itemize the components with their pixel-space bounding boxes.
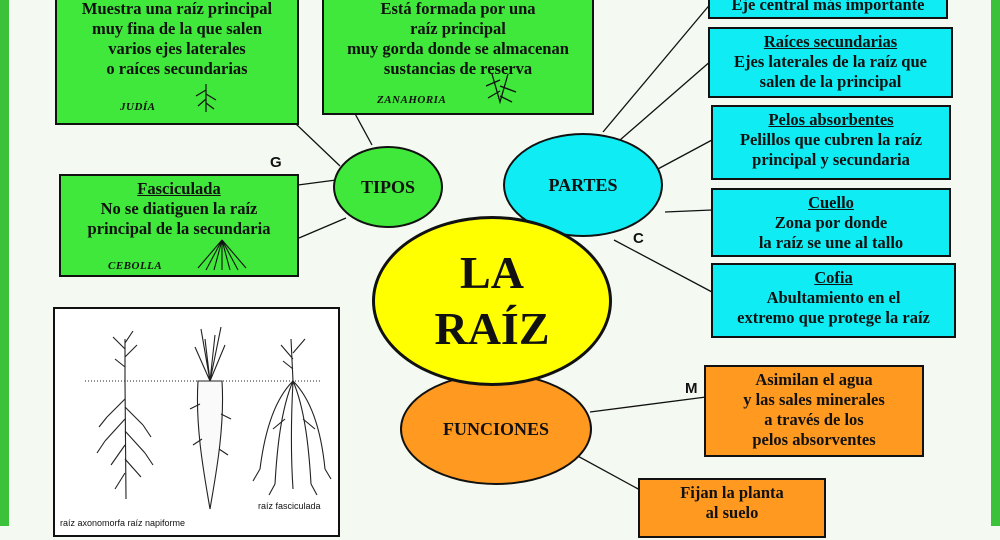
partes-box-pelos-absorbentes: Pelos absorbentes Pelillos que cubren la… bbox=[711, 105, 951, 180]
connector-partes-secundarias bbox=[619, 59, 713, 141]
carrot-root-icon bbox=[485, 73, 517, 104]
funciones-text: al suelo bbox=[705, 503, 759, 522]
funciones-text: pelos absorventes bbox=[752, 430, 876, 449]
axonomorfa-box: Muestra una raíz principal muy fina de l… bbox=[55, 0, 299, 125]
partes-text: Abultamiento en el bbox=[766, 288, 901, 307]
fasciculada-title: Fasciculada bbox=[137, 179, 221, 198]
axonomorfa-text: o raíces secundarias bbox=[106, 59, 248, 78]
napiforme-text: Está formada por una bbox=[380, 0, 536, 18]
partes-box-raiz-principal: Eje central más importante bbox=[708, 0, 948, 19]
center-oval: LA RAÍZ bbox=[372, 216, 612, 386]
connector-funciones-asimilan bbox=[589, 396, 707, 413]
connector-tipos-fasciculada bbox=[298, 217, 347, 239]
fasciculada-box: Fasciculada No se diatiguen la raíz prin… bbox=[59, 174, 299, 277]
funciones-text: y las sales minerales bbox=[743, 390, 885, 409]
partes-title: Pelos absorbentes bbox=[768, 110, 894, 129]
mark-g: G bbox=[270, 154, 282, 171]
partes-text: extremo que protege la raíz bbox=[737, 308, 930, 327]
partes-text: principal y secundaria bbox=[752, 150, 910, 169]
green-frame-border bbox=[0, 0, 1000, 526]
connector-tipos-axonomorfa bbox=[295, 123, 341, 167]
funciones-box-fijan: Fijan la planta al suelo bbox=[638, 478, 826, 538]
example-label-cebolla: CEBOLLA bbox=[108, 260, 163, 272]
partes-label: PARTES bbox=[548, 174, 618, 195]
connector-partes-pelos bbox=[655, 139, 713, 171]
partes-box-cofia: Cofia Abultamiento en el extremo que pro… bbox=[711, 263, 956, 338]
funciones-text: Fijan la planta bbox=[680, 483, 784, 502]
partes-text: la raíz se une al tallo bbox=[758, 233, 904, 252]
fasciculada-plant bbox=[252, 338, 332, 496]
partes-box-raices-secundarias: Raíces secundarias Ejes laterales de la … bbox=[708, 27, 953, 98]
fasciculada-text: principal de la secundaria bbox=[87, 219, 271, 238]
connector-partes-cofia bbox=[613, 239, 713, 293]
tipos-oval: TIPOS bbox=[333, 146, 443, 228]
fasciculada-text: No se diatiguen la raíz bbox=[100, 199, 258, 218]
napiforme-plant bbox=[189, 326, 232, 510]
center-title-line2: RAÍZ bbox=[434, 303, 550, 354]
funciones-text: Asimilan el agua bbox=[755, 370, 873, 389]
partes-title: Cuello bbox=[808, 193, 854, 212]
axonomorfa-text: varios ejes laterales bbox=[108, 39, 246, 58]
axonomorfa-plant bbox=[96, 330, 154, 500]
example-label-judia: JUDÍA bbox=[120, 101, 156, 113]
root-illustration bbox=[53, 307, 340, 537]
connector-partes-principal bbox=[602, 1, 713, 133]
center-title-line1: LA bbox=[460, 247, 524, 298]
connector-partes-cuello bbox=[664, 209, 713, 213]
connector-tipos-napiforme bbox=[352, 109, 373, 146]
partes-text: Ejes laterales de la raíz que bbox=[734, 52, 927, 71]
axonomorfa-text: Muestra una raíz principal bbox=[81, 0, 273, 18]
tipos-label: TIPOS bbox=[360, 176, 416, 197]
napiforme-box: Está formada por una raíz principal muy … bbox=[322, 0, 594, 115]
partes-title: Cofia bbox=[814, 268, 853, 287]
example-label-zanahoria: ZANAHORIA bbox=[377, 94, 447, 106]
illustration-caption-fasciculada: raíz fasciculada bbox=[258, 501, 321, 511]
taproot-icon bbox=[195, 84, 217, 112]
fibrous-root-icon bbox=[197, 239, 247, 271]
mark-m: M bbox=[685, 380, 698, 397]
root-drawings bbox=[85, 326, 332, 510]
partes-text: Eje central más importante bbox=[731, 0, 925, 14]
funciones-box-asimilan: Asimilan el agua y las sales minerales a… bbox=[704, 365, 924, 457]
mark-c: C bbox=[633, 230, 644, 247]
connector-tipos-fasciculada-top bbox=[297, 179, 337, 186]
partes-text: Zona por donde bbox=[774, 213, 888, 232]
partes-text: Pelillos que cubren la raíz bbox=[739, 130, 923, 149]
funciones-label: FUNCIONES bbox=[442, 418, 549, 439]
connector-lines bbox=[295, 1, 713, 491]
napiforme-text: sustancias de reserva bbox=[383, 59, 533, 78]
partes-text: salen de la principal bbox=[759, 72, 902, 91]
axonomorfa-text: muy fina de la que salen bbox=[91, 19, 263, 38]
napiforme-text: muy gorda donde se almacenan bbox=[347, 39, 569, 58]
partes-title: Raíces secundarias bbox=[763, 32, 898, 51]
partes-box-cuello: Cuello Zona por donde la raíz se une al … bbox=[711, 188, 951, 257]
funciones-oval: FUNCIONES bbox=[400, 373, 592, 485]
napiforme-text: raíz principal bbox=[410, 19, 506, 38]
illustration-caption-bottom: raíz axonomorfa raíz napiforme bbox=[60, 518, 186, 528]
funciones-text: a través de los bbox=[764, 410, 864, 429]
